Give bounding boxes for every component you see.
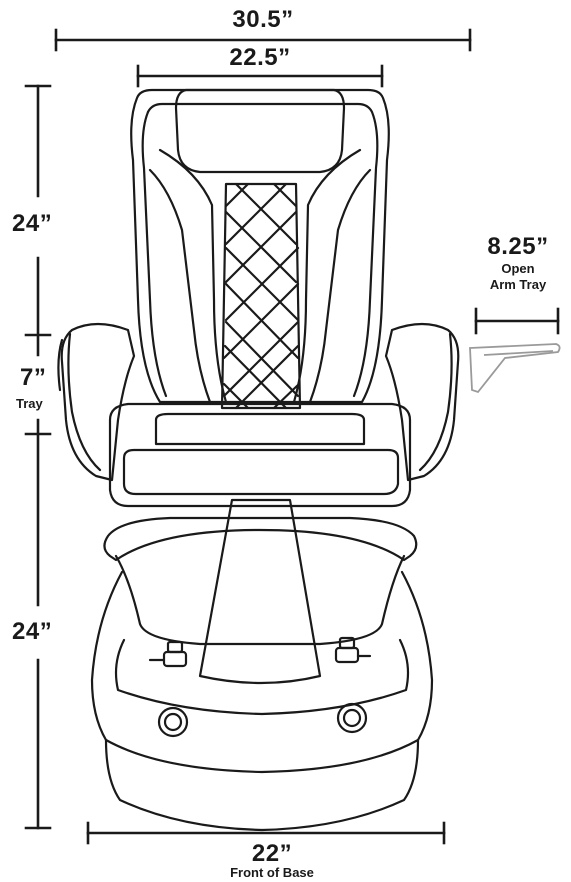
right-jet: [336, 702, 368, 734]
base-height-label: 24”: [12, 618, 53, 645]
open-arm-tray: [469, 343, 561, 394]
left-armrest: [60, 322, 136, 482]
arm-tray-width-label: 8.25”: [487, 233, 549, 260]
seat-cushion: [108, 402, 412, 508]
base-width-dimension-line: [86, 821, 446, 845]
right-armrest: [384, 322, 460, 482]
vertical-dimension-line: [24, 84, 52, 830]
arm-tray-label-open: Open: [501, 261, 535, 276]
back-width-label: 22.5”: [229, 44, 291, 71]
base-label: Front of Base: [230, 865, 314, 880]
backrest: [130, 88, 390, 404]
quilted-panel: [220, 182, 302, 410]
footrest: [122, 448, 400, 496]
chair-base: [90, 570, 434, 774]
headrest: [174, 88, 346, 174]
base-width-label: 22”: [251, 840, 293, 867]
right-faucet: [334, 636, 372, 664]
pedestal: [198, 498, 322, 685]
dimension-lines: [24, 28, 560, 845]
arm-tray-label-arm-tray: Arm Tray: [489, 277, 547, 292]
arm-tray-dimension-line: [474, 307, 560, 335]
back-width-dimension-line: [136, 64, 384, 88]
tray-label: Tray: [16, 396, 43, 411]
back-height-label: 24”: [12, 210, 53, 237]
overall-width-label: 30.5”: [232, 6, 294, 33]
tray-height-label: 7”: [20, 364, 47, 391]
overall-width-dimension-line: [54, 28, 472, 52]
left-jet: [157, 706, 189, 738]
foot-basin: [103, 516, 418, 562]
left-faucet: [148, 640, 188, 668]
chair-drawing: [57, 88, 460, 832]
